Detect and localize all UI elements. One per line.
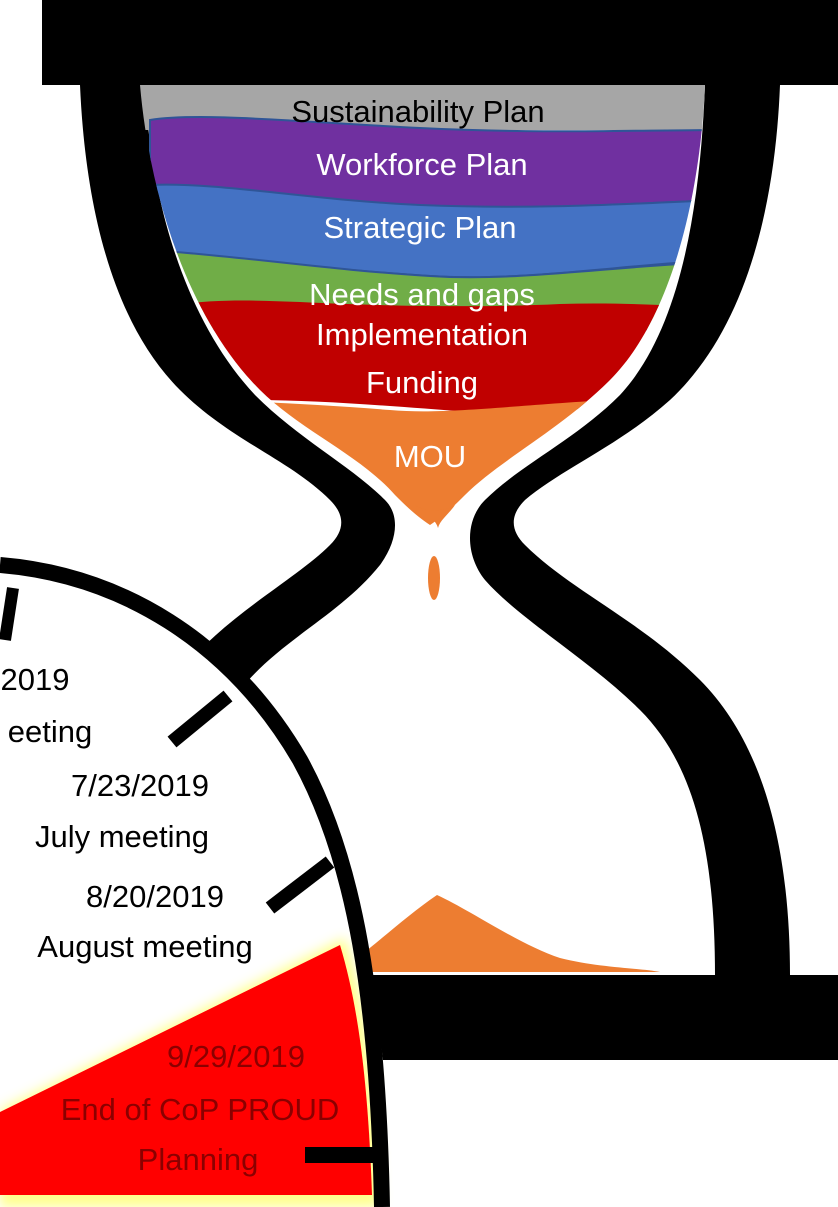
sand-pile [335,895,660,972]
milestone-2-date: 7/23/2019 [71,768,209,803]
layer-label-mou: MOU [394,439,466,474]
layer-label-strategic: Strategic Plan [324,210,517,245]
layer-label-workforce: Workforce Plan [316,147,527,182]
clock-tick-1 [0,587,19,641]
milestone-2-label: July meeting [35,819,209,854]
clock-quadrant [0,557,391,1207]
milestone-4-label: End of CoP PROUD [61,1092,340,1127]
hourglass-right-arm [470,85,790,975]
milestone-4-label2: Planning [138,1142,259,1177]
layer-label-implementation: Implementation [316,317,528,352]
layer-label-funding: Funding [366,365,478,400]
milestone-1-date: 2019 [1,662,70,697]
layer-implementation-fill [150,300,705,414]
milestone-labels: 2019 eeting 7/23/2019 July meeting 8/20/… [1,662,340,1177]
layer-label-needs: Needs and gaps [309,277,535,312]
hourglass-bottom-cap [300,975,838,1060]
hourglass-top-cap [42,0,838,85]
milestone-3-date: 8/20/2019 [86,879,224,914]
milestone-4-date: 9/29/2019 [167,1039,305,1074]
layer-label-sustainability: Sustainability Plan [291,94,544,129]
highlight-wedge [0,945,372,1195]
clock-tick-3 [265,856,335,914]
layer-labels: Sustainability Plan Workforce Plan Strat… [291,94,544,474]
clock-tick-2 [167,690,233,748]
milestone-1-label: eeting [8,714,92,749]
clock-rim [0,557,390,1207]
sand-drop [428,556,440,600]
milestone-3-label: August meeting [37,929,252,964]
sand-drip [415,505,455,528]
